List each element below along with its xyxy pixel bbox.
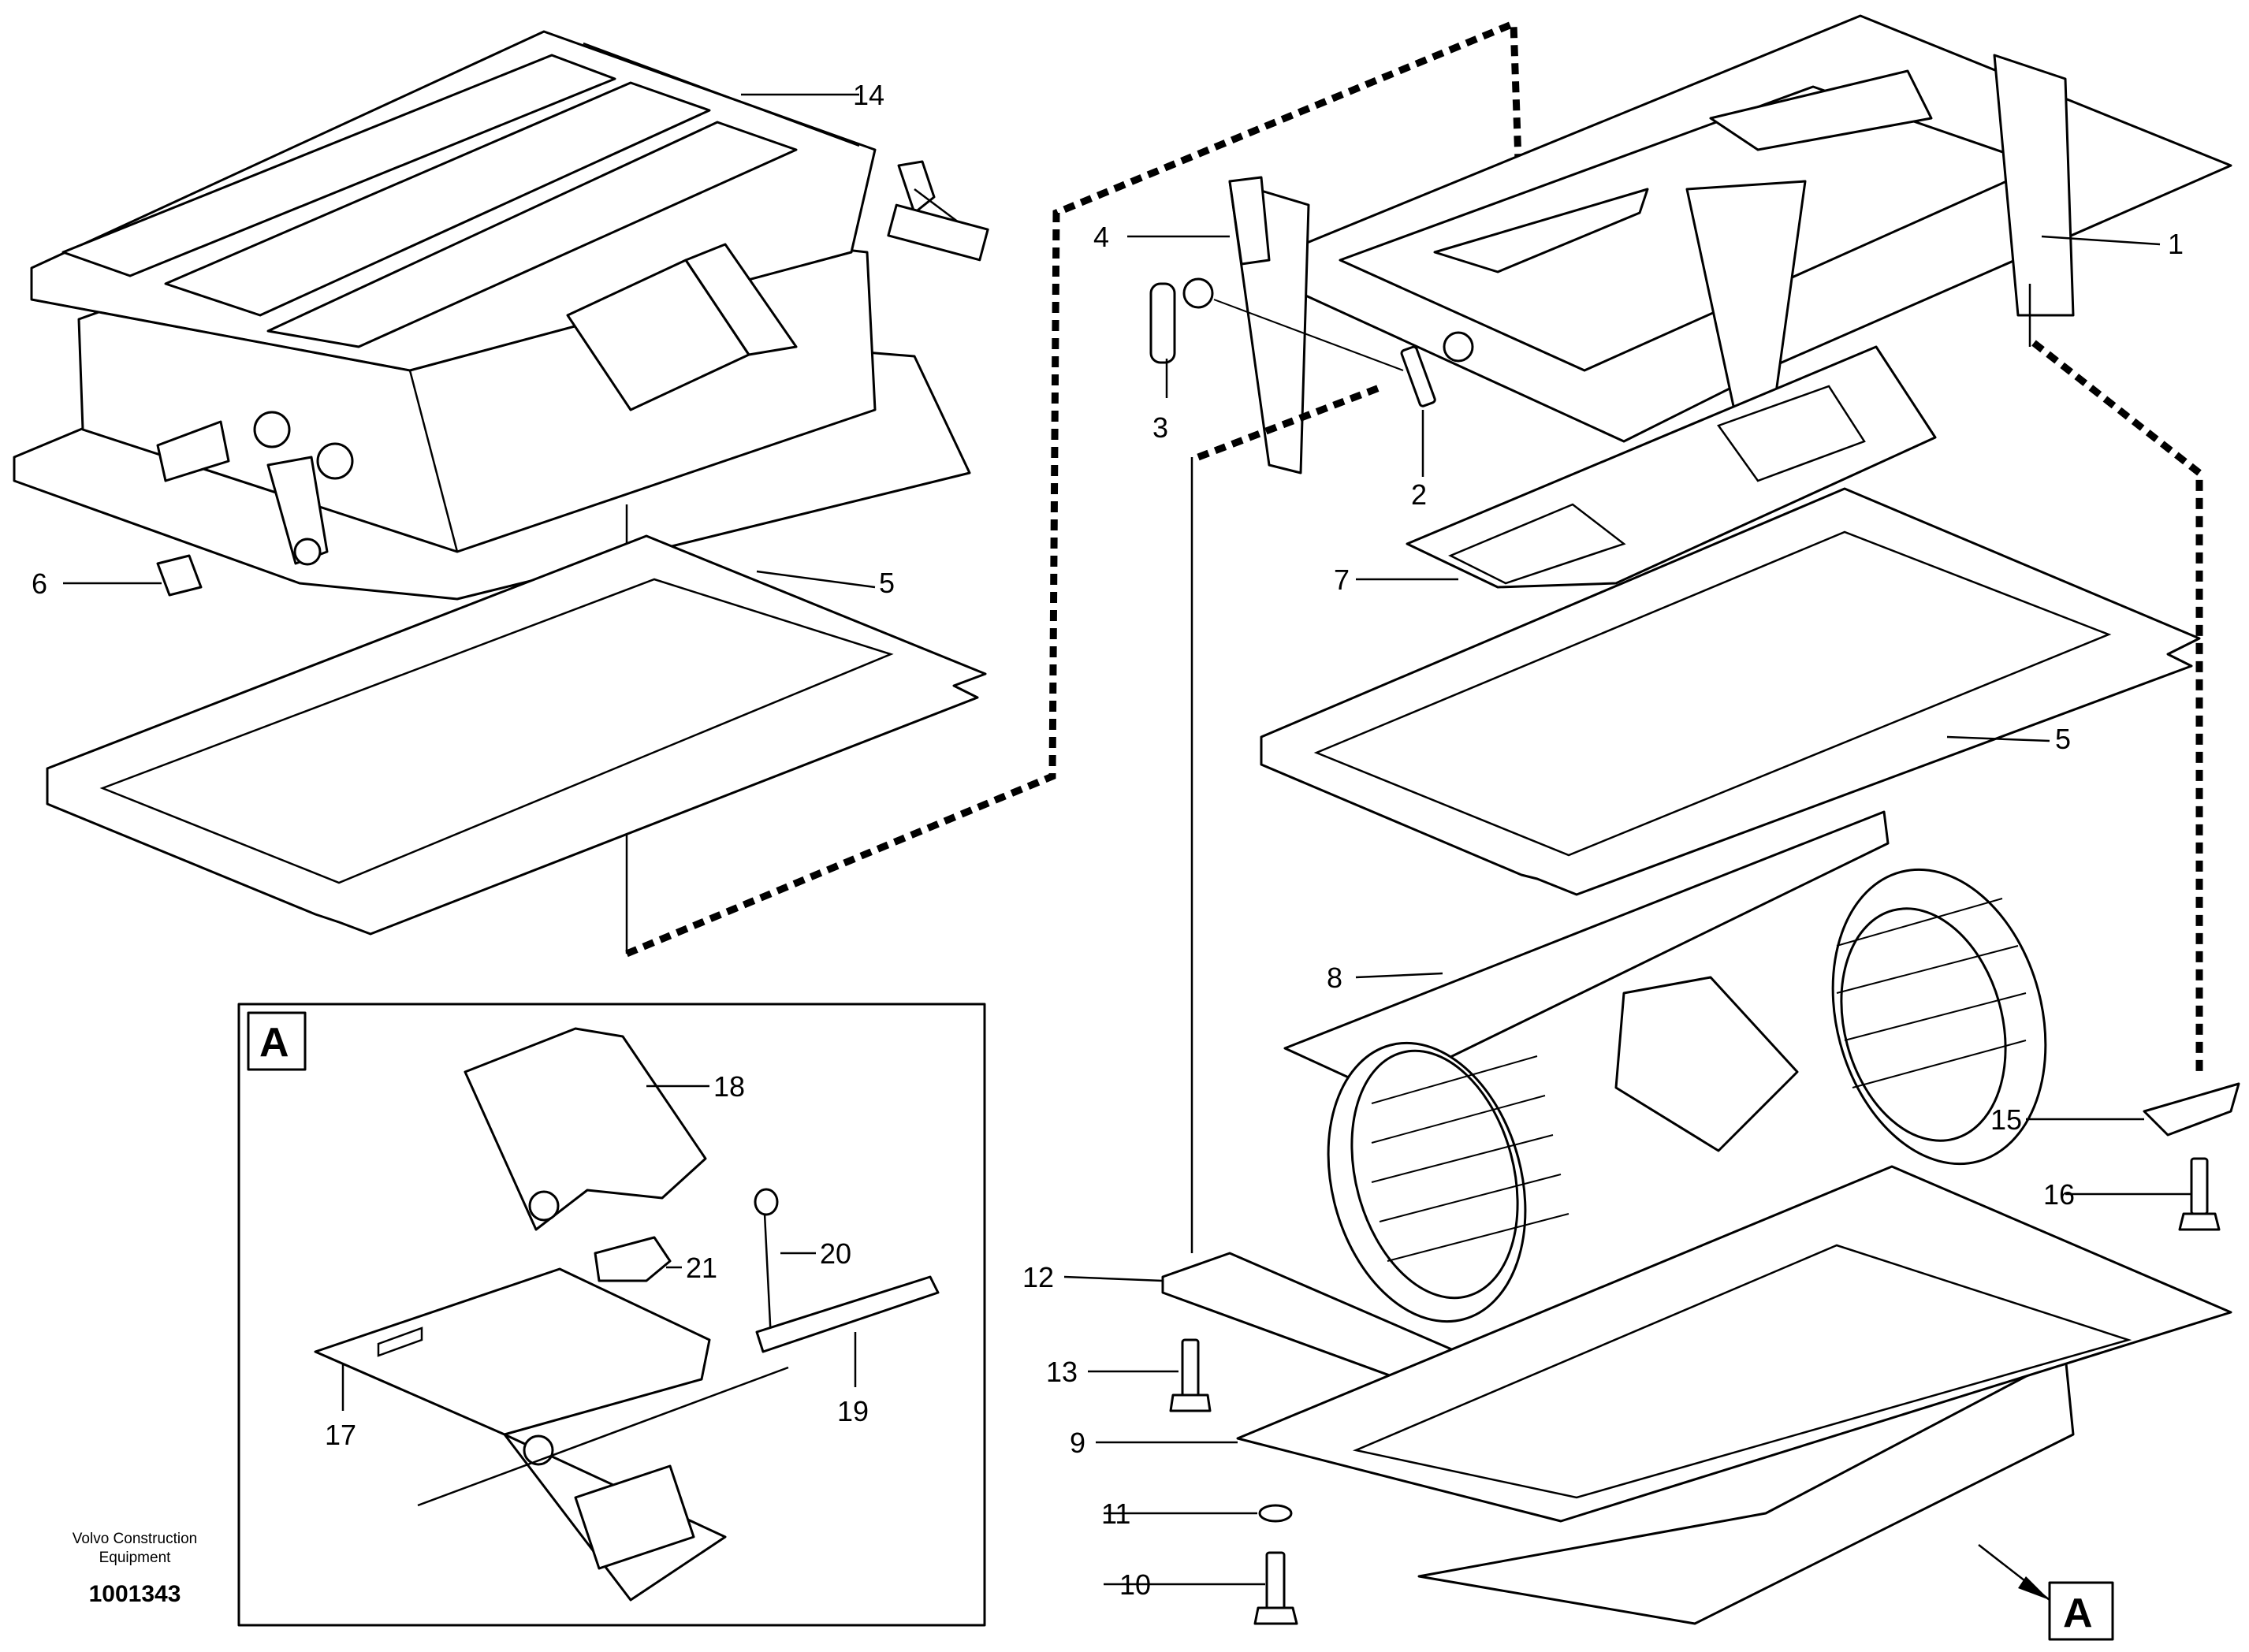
- callout-18: 18: [713, 1070, 745, 1103]
- heater-unit-14: [13, 30, 989, 601]
- pointer-a-box: [2048, 1581, 2114, 1641]
- detail-a-label: A: [259, 1020, 289, 1066]
- screw-10: [1253, 1551, 1298, 1625]
- dashed-connector-mid: [1197, 382, 1385, 461]
- screw-16: [2178, 1157, 2221, 1231]
- spring-21: [594, 1236, 672, 1282]
- pin-3: [1149, 277, 1214, 364]
- callout-19: 19: [837, 1395, 869, 1427]
- callout-21: 21: [686, 1252, 717, 1284]
- leader-lines: [63, 93, 2191, 1586]
- credit-line-2: Equipment: [99, 1550, 172, 1566]
- callout-1: 1: [2168, 228, 2184, 260]
- callout-4: 4: [1093, 221, 1109, 253]
- callout-20: 20: [820, 1237, 851, 1270]
- callout-5-right: 5: [2055, 723, 2071, 755]
- pointer-a-label: A: [2063, 1591, 2093, 1636]
- cotter-pin-20: [763, 1213, 773, 1341]
- callout-14: 14: [853, 79, 884, 111]
- callout-16: 16: [2043, 1178, 2075, 1211]
- callout-12: 12: [1022, 1261, 1054, 1293]
- dashed-connector-left: [625, 18, 1525, 958]
- shaft-19: [755, 1275, 940, 1353]
- housing-9: [1236, 1165, 2232, 1625]
- callout-6: 6: [32, 567, 47, 600]
- callout-3: 3: [1152, 411, 1168, 444]
- pointer-a-arrowhead: [2018, 1576, 2050, 1600]
- callout-2: 2: [1411, 478, 1427, 511]
- callout-7: 7: [1334, 564, 1350, 596]
- top-cover-1: [1228, 14, 2232, 474]
- callout-13: 13: [1046, 1356, 1078, 1388]
- callout-8: 8: [1327, 962, 1342, 994]
- callout-labels: 14 1 4 3 2 6 5 7 5 8 15 16 12 13 9 11 10…: [32, 79, 2184, 1601]
- gasket-5-left: [46, 534, 987, 936]
- document-number: 1001343: [89, 1581, 181, 1607]
- gasket-5-right: [1260, 487, 2201, 896]
- gasket-7: [1406, 345, 1937, 589]
- callout-5-left: 5: [879, 567, 895, 599]
- callout-10: 10: [1119, 1568, 1151, 1601]
- clip-6: [156, 554, 203, 597]
- bracket-4: [1228, 176, 1271, 266]
- bolt-2: [1400, 331, 1474, 407]
- blower-8: [1283, 810, 2047, 1323]
- detail-a-letter-box: [247, 1011, 307, 1071]
- callout-17: 17: [325, 1419, 356, 1451]
- callout-15: 15: [1990, 1103, 2022, 1136]
- washer-11: [1258, 1504, 1293, 1523]
- bracket-15: [2143, 1082, 2240, 1137]
- callout-9: 9: [1070, 1427, 1085, 1459]
- part-18-plate: [464, 1027, 707, 1231]
- credit-line-1: Volvo Construction: [73, 1531, 197, 1547]
- callout-11: 11: [1101, 1498, 1130, 1530]
- screw-13: [1169, 1338, 1212, 1412]
